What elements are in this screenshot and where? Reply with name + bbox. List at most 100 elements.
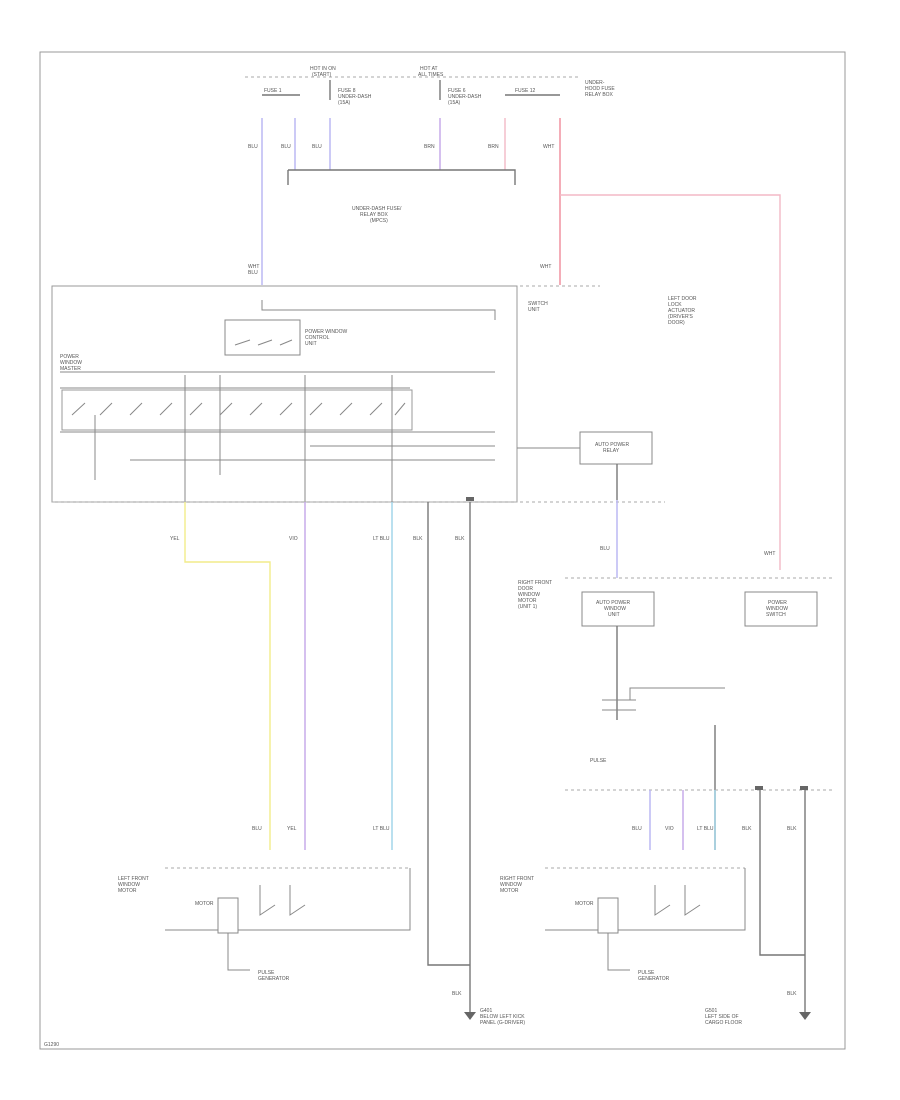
fuse-a2-label: UNDER-DASH [338, 94, 372, 100]
dr-3: LT BLU [697, 826, 714, 832]
g1-3: PANEL (G-DRIVER) [480, 1020, 525, 1026]
wire-v-label: VIO [289, 536, 298, 542]
pass-wire-blk-1 [759, 790, 805, 956]
g2-2: LEFT SIDE OF [705, 1014, 739, 1020]
dr-2: VIO [665, 826, 674, 832]
dl-1: BLU [252, 826, 262, 832]
fuse-1-label: FUSE 1 [264, 88, 282, 94]
master-switch-module [51, 285, 518, 503]
pass-box2-2: WINDOW [766, 606, 788, 612]
wire-c-label: LT BLU [373, 536, 390, 542]
bk-2: BLK [787, 991, 797, 997]
wire-yel-driver [184, 502, 271, 850]
bk-1: BLK [452, 991, 462, 997]
hot-label-2b: ALL TIMES [418, 72, 444, 78]
driver-motor-frame [165, 868, 411, 931]
connector-pin [466, 497, 474, 501]
pass-box2-1: POWER [768, 600, 787, 606]
fuse-a3-label: (15A) [338, 100, 351, 106]
wire-y-label: YEL [170, 536, 180, 542]
right-tag-2: LOCK [668, 302, 682, 308]
relay-box-2: RELAY [603, 448, 620, 454]
pass-motor-label: MOTOR [575, 901, 594, 907]
drv-motor-label: MOTOR [195, 901, 214, 907]
mpcs-2: BLU [248, 270, 258, 276]
hot-label-2: HOT AT [420, 66, 438, 72]
relay-note-3: RELAY BOX [585, 92, 614, 98]
hot-label-1b: (START) [312, 72, 332, 78]
passenger-switch [744, 591, 818, 627]
switch-bank [61, 389, 413, 431]
fuse-a-label: FUSE 8 [338, 88, 356, 94]
fuse-b3-label: (15A) [448, 100, 461, 106]
pass-pulse-2: GENERATOR [638, 976, 670, 982]
passenger-auto-unit [581, 591, 655, 627]
drv-pulse-2: GENERATOR [258, 976, 290, 982]
junction-title-2: RELAY BOX [360, 212, 389, 218]
module-3: MASTER [60, 366, 81, 372]
wire-br-label: WHT [764, 551, 775, 557]
pass-title-1: RIGHT FRONT [500, 876, 534, 882]
inner-control-unit [224, 319, 301, 356]
rn-1: SWITCH [528, 301, 548, 307]
right-tag-3: ACTUATOR [668, 308, 695, 314]
relay-note-1: UNDER- [585, 80, 605, 86]
driver-motor [217, 897, 239, 934]
module-feed [261, 300, 496, 320]
pass-box-1: AUTO POWER [596, 600, 630, 606]
pass-note-3: WINDOW [518, 592, 540, 598]
right-tag-4: (DRIVER'S [668, 314, 694, 320]
dr-4: BLK [742, 826, 752, 832]
hot-label-1: HOT IN ON [310, 66, 336, 72]
pass-title-2: WINDOW [500, 882, 522, 888]
wire-k2-label: BLK [455, 536, 465, 542]
pass-box-3: UNIT [608, 612, 620, 618]
module-1: POWER [60, 354, 79, 360]
inner-1: POWER WINDOW [305, 329, 347, 335]
auto-power-relay [579, 431, 653, 465]
g1-1: G401 [480, 1008, 492, 1014]
w2-label: BLU [281, 144, 291, 150]
pass-pulse-1: PULSE [638, 970, 655, 976]
pass-box2-3: SWITCH [766, 612, 786, 618]
ground-symbol-1 [464, 1012, 476, 1020]
ground-symbol-2 [799, 1012, 811, 1020]
pass-motor-switches [654, 885, 701, 916]
right-tag-5: DOOR) [668, 320, 685, 326]
relay-note-2: HOOD FUSE [585, 86, 615, 92]
relay-box-1: AUTO POWER [595, 442, 629, 448]
pass-relay-contact [602, 687, 725, 711]
pass-pin-2 [800, 786, 808, 790]
w5-label: BRN [488, 144, 499, 150]
w3-label: BLU [312, 144, 322, 150]
feed-pink-right [560, 194, 781, 570]
g2-3: CARGO FLOOR [705, 1020, 742, 1026]
drv-title-3: MOTOR [118, 888, 137, 894]
pass-note-5: (UNIT 1) [518, 604, 537, 610]
diagram-frame [39, 51, 846, 1050]
drv-title-1: LEFT FRONT [118, 876, 149, 882]
mpcs-1: WHT [248, 264, 259, 270]
dr-5: BLK [787, 826, 797, 832]
junction-title-1: UNDER-DASH FUSE/ [352, 206, 402, 212]
fuse-b-label: FUSE 6 [448, 88, 466, 94]
inner-switches [234, 339, 293, 346]
fuse-b2-label: UNDER-DASH [448, 94, 482, 100]
module-internal-links [94, 375, 393, 502]
passenger-motor [597, 897, 619, 934]
rn-2: UNIT [528, 307, 540, 313]
pass-pulse-link [607, 933, 630, 971]
window-switch-contacts [71, 402, 406, 416]
drv-pulse-1: PULSE [258, 970, 275, 976]
wire-blk-ground-1 [427, 502, 470, 966]
dr-1: BLU [632, 826, 642, 832]
mid-label: PULSE [590, 758, 607, 764]
pass-title-3: MOTOR [500, 888, 519, 894]
g2-1: G501 [705, 1008, 717, 1014]
driver-motor-switches [259, 885, 306, 916]
hot-feed-wires [329, 80, 441, 100]
pass-box-2: WINDOW [604, 606, 626, 612]
w1-label: BLU [248, 144, 258, 150]
pass-note-1: RIGHT FRONT [518, 580, 552, 586]
